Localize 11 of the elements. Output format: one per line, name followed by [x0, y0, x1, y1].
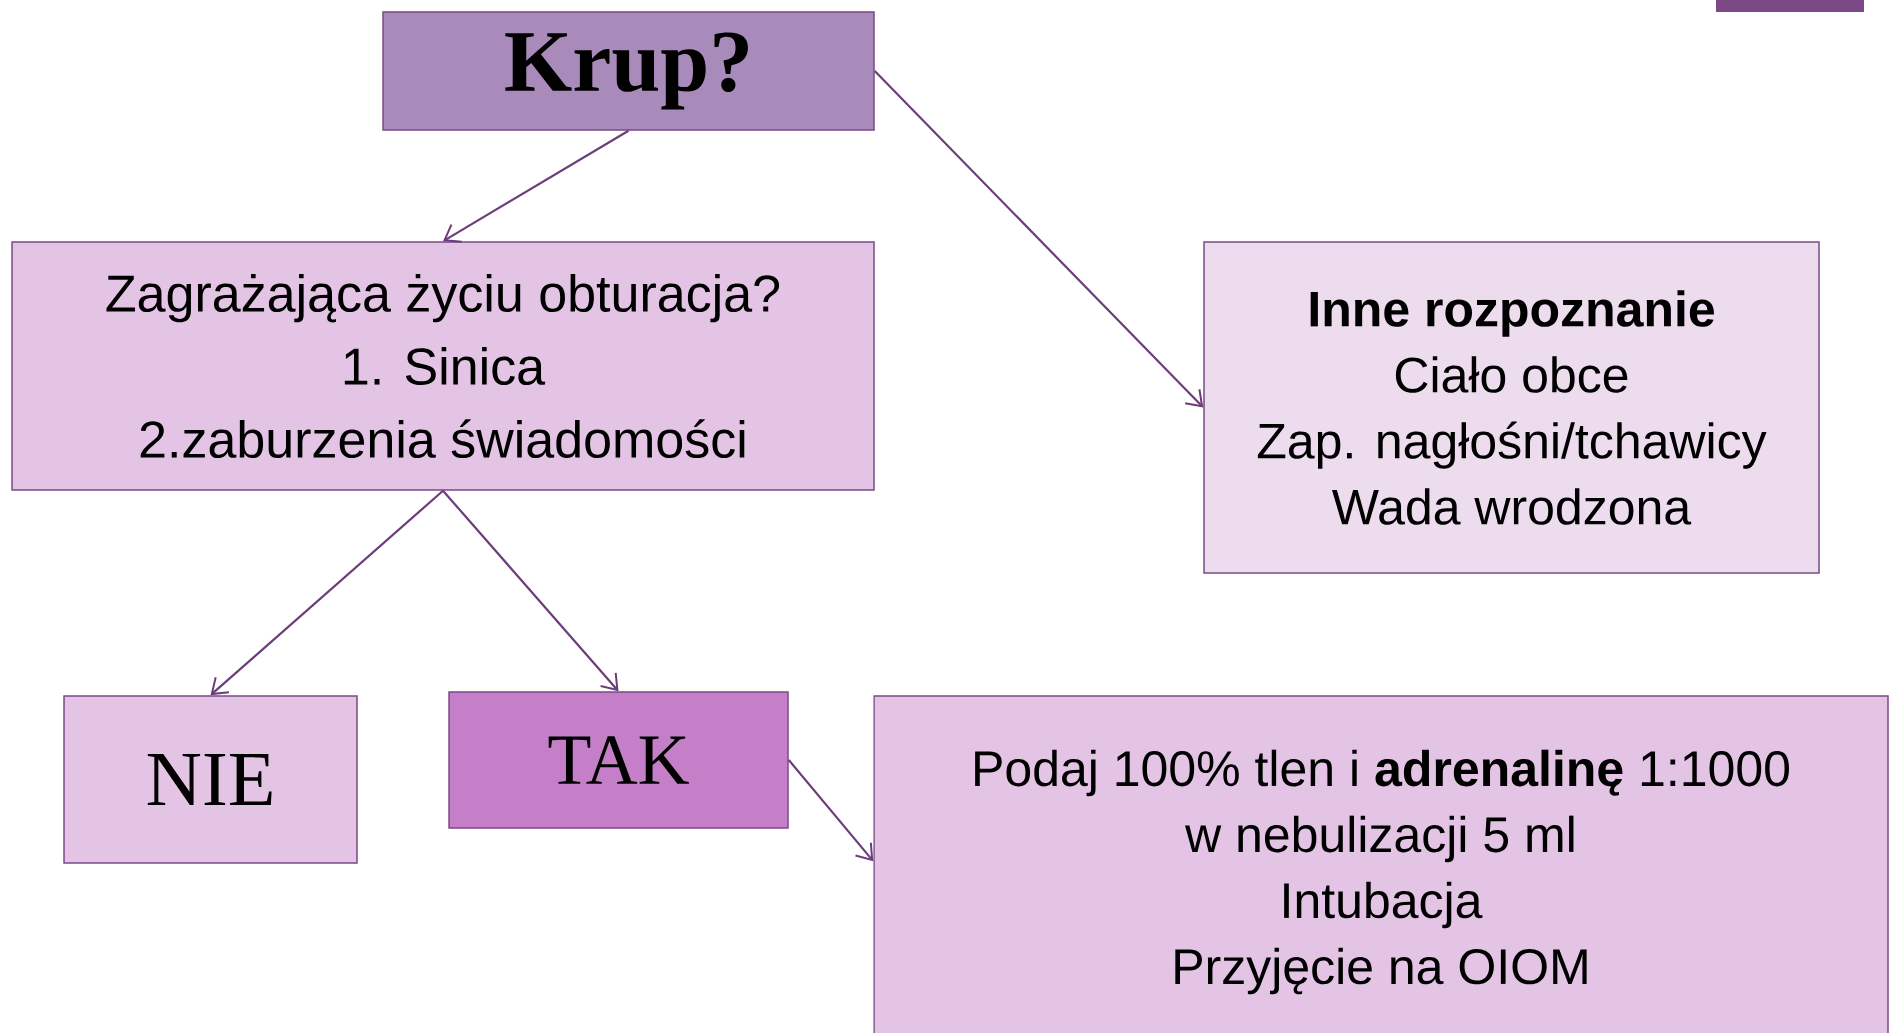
arrow	[787, 759, 874, 862]
arrow	[873, 70, 1204, 408]
arrow	[210, 489, 444, 696]
process-box: Krup?	[382, 11, 875, 131]
process-box: TAK	[448, 691, 789, 829]
arrow	[443, 129, 630, 243]
process-box: Inne rozpoznanie Ciało obce Zap. nagłośni/tchawicy Wada wrodzona	[1203, 241, 1820, 574]
arrow	[442, 490, 619, 692]
process-box: Zagrażająca życiu obturacja? 1. Sinica 2.zaburzenia świadomości	[11, 241, 875, 491]
process-box: NIE	[63, 695, 358, 864]
process-box: Podaj 100% tlen i adrenalinę 1:1000 w nebulizacji 5 ml Intubacja Przyjęcie na OIOM	[873, 695, 1889, 1033]
